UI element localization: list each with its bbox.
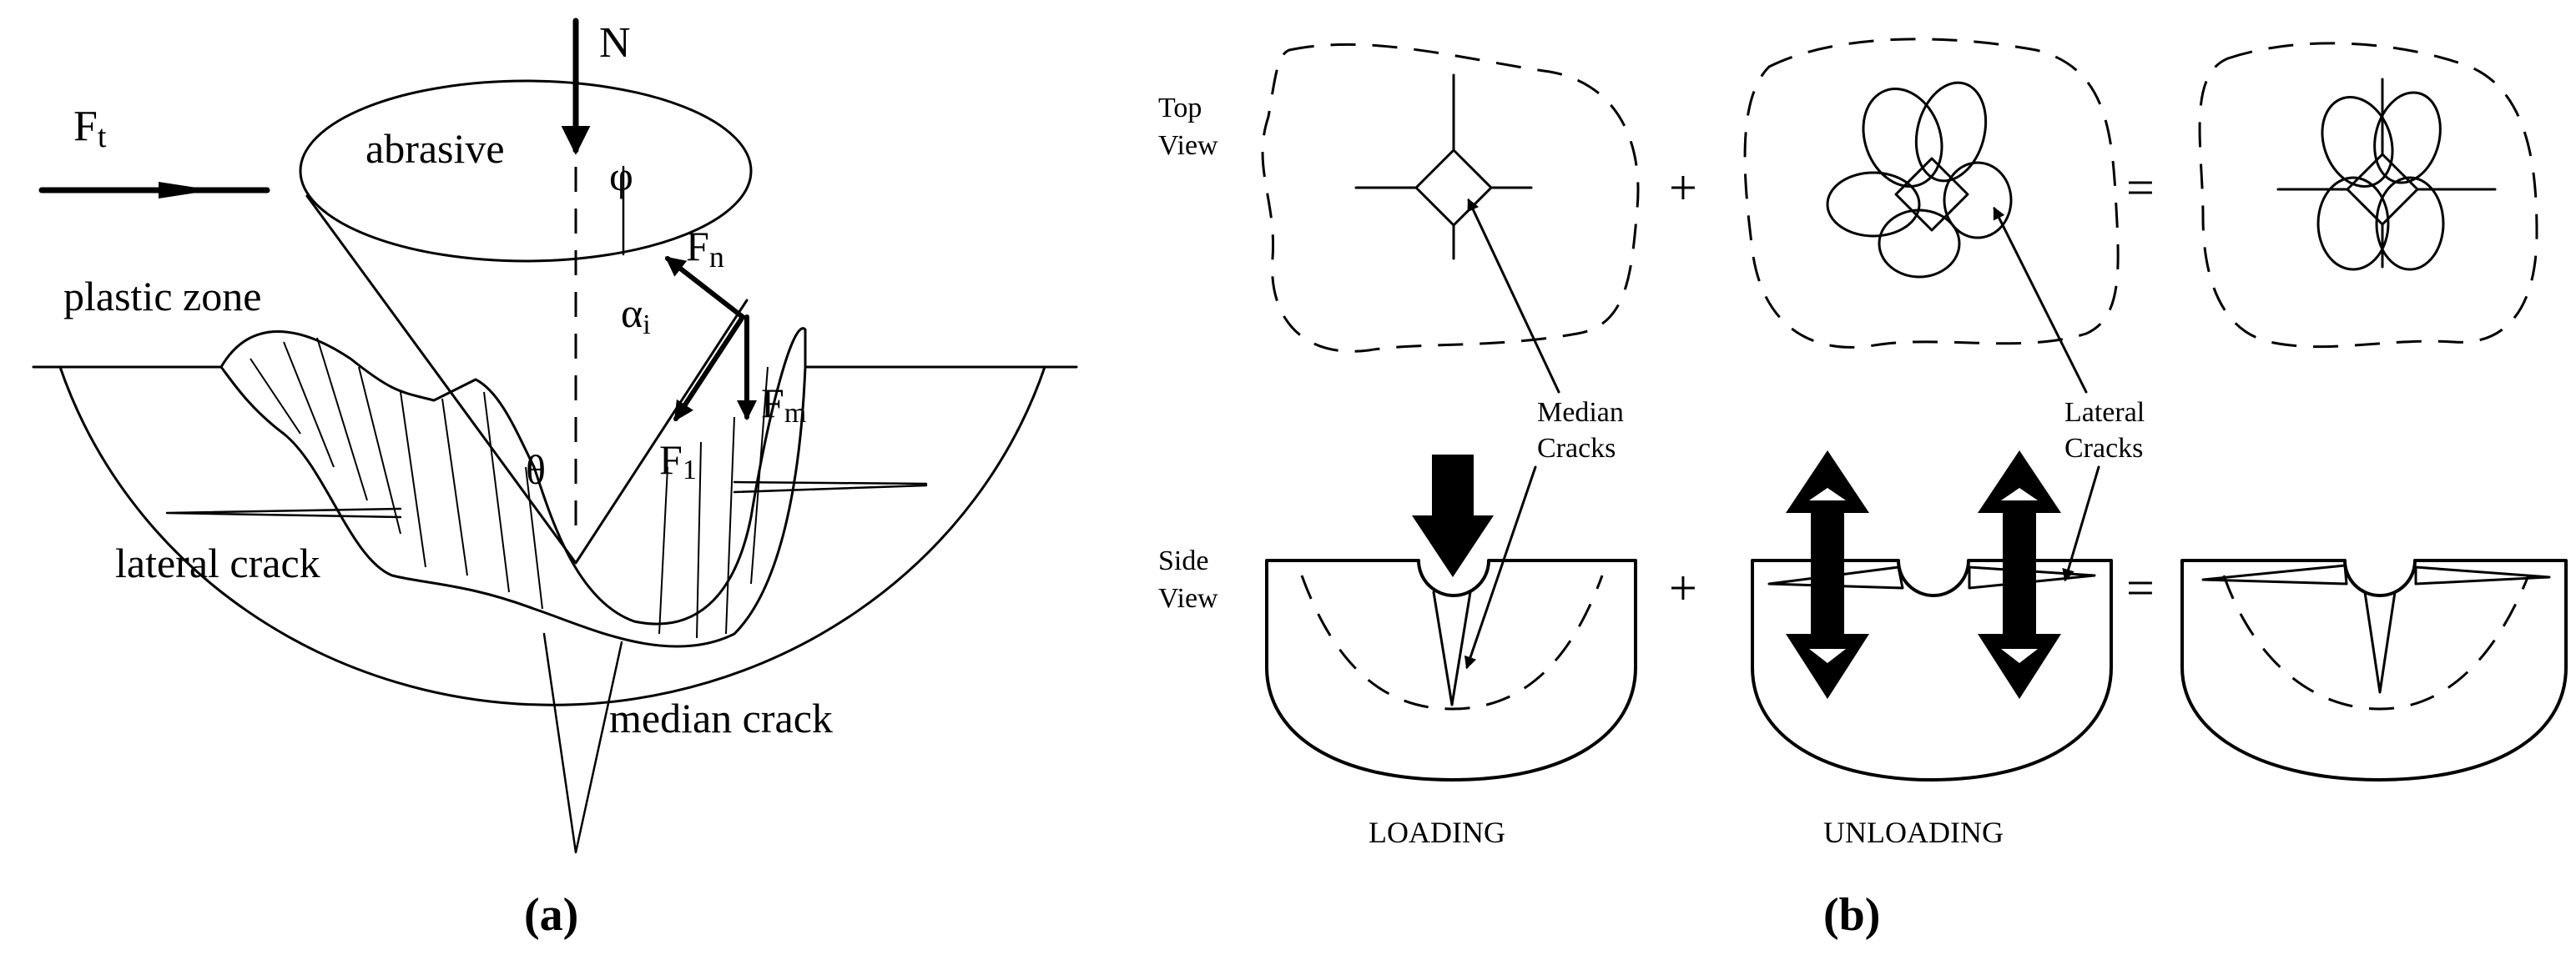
abrasive-cone [299, 79, 753, 565]
label-median-cracks-2: Cracks [1537, 433, 1616, 464]
label-fm: Fm [761, 379, 806, 429]
label-theta: θ [526, 446, 546, 493]
force-fn-arrow [664, 256, 745, 319]
label-alpha: αi [621, 289, 651, 340]
equals-sign-top: = [2126, 160, 2155, 215]
label-lateral-cracks-2: Cracks [2064, 433, 2143, 464]
label-ft: Ft [73, 103, 107, 154]
label-top-view-1: Top [1158, 93, 1202, 123]
label-fn: Fn [686, 223, 724, 274]
top-view-outline-1 [1261, 43, 1640, 353]
median-crack-shape [542, 632, 623, 854]
tangential-force-arrowhead [159, 182, 213, 199]
label-top-view-2: View [1158, 130, 1218, 161]
plastic-zone [219, 327, 807, 648]
lateral-cracks-top-view [1826, 81, 2013, 279]
unloading-double-arrow-right [1978, 450, 2061, 699]
panel-a-caption: (a) [524, 889, 578, 941]
median-callout-arrow-top [1467, 198, 1560, 394]
side-view-unloading [1751, 559, 2113, 782]
label-side-view-1: Side [1158, 545, 1208, 576]
label-median-crack: median crack [609, 695, 833, 741]
label-unloading: UNLOADING [1823, 816, 2004, 849]
label-loading: LOADING [1369, 816, 1505, 849]
median-callout-arrow-side [1464, 465, 1537, 670]
top-view-outline-2 [1743, 38, 2120, 349]
lateral-callout-arrow-side [2062, 465, 2100, 582]
lateral-crack-left [165, 507, 402, 519]
plus-sign-top: + [1669, 160, 1697, 215]
label-f1: F1 [659, 436, 697, 485]
label-n: N [599, 19, 631, 67]
label-phi: φ [609, 153, 633, 199]
side-view-loading [1265, 455, 1637, 782]
label-lateral-cracks-1: Lateral [2064, 397, 2145, 428]
plus-sign-side: + [1669, 560, 1697, 616]
label-plastic-zone: plastic zone [63, 273, 261, 319]
label-median-cracks-1: Median [1537, 397, 1624, 428]
label-lateral-crack: lateral crack [115, 540, 320, 586]
side-view-combined [2180, 559, 2568, 782]
median-cracks-top-view [1354, 73, 1533, 260]
panel-b-caption: (b) [1823, 889, 1880, 941]
label-abrasive: abrasive [365, 125, 505, 172]
panel-b: Top View Side View [1158, 38, 2568, 941]
top-view-outline-3 [2198, 42, 2538, 349]
panel-a: N Ft abrasive φ Fn αi plastic zone θ F1 … [32, 18, 1078, 941]
label-side-view-2: View [1158, 583, 1218, 614]
lateral-callout-arrow-top [1993, 206, 2088, 394]
unloading-double-arrow-left [1786, 450, 1869, 699]
force-f1-arrow [673, 314, 745, 422]
lateral-crack-right [733, 480, 928, 494]
equals-sign-side: = [2126, 560, 2155, 616]
combined-cracks-top-view [2276, 78, 2497, 271]
workpiece-hemisphere [58, 365, 1046, 706]
